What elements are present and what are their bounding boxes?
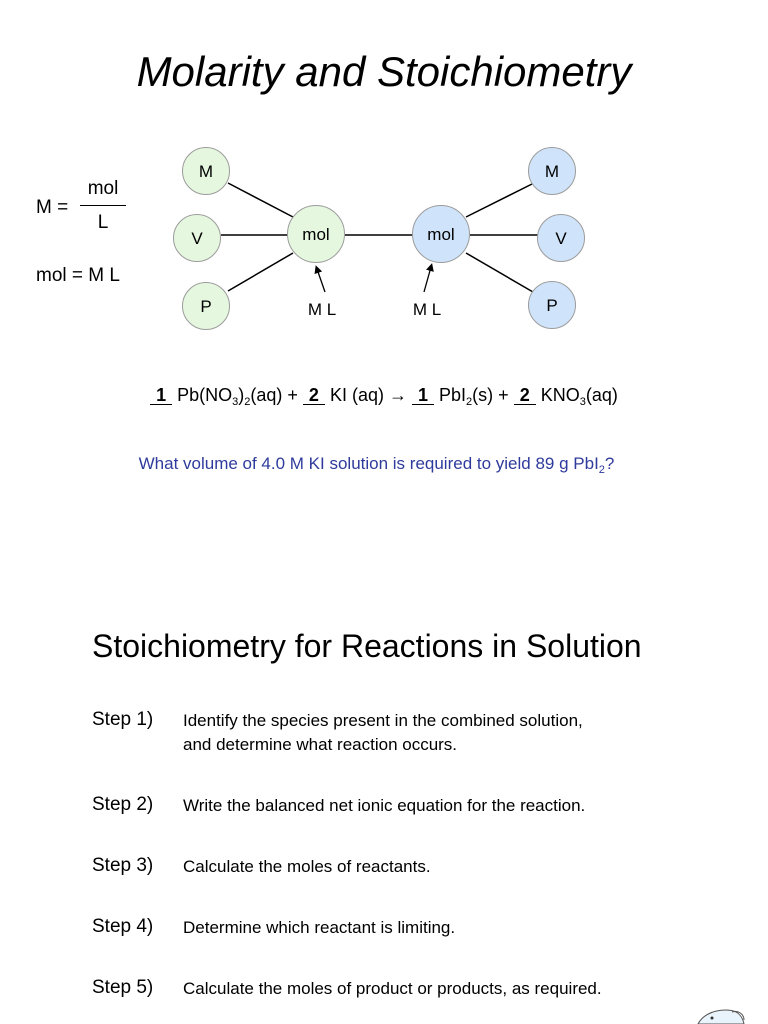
left-mol-arrow [317,269,325,292]
step-5-text: Calculate the moles of product or produc… [183,977,602,1001]
molarity-fraction: mol L [80,178,126,234]
step-1-text: Identify the species present in the comb… [183,709,583,756]
step-2-text: Write the balanced net ionic equation fo… [183,794,585,818]
balanced-equation: 1 Pb(NO3)2(aq) + 2 KI (aq) → 1 PbI2(s) +… [0,385,768,406]
left-ml-label: M L [308,300,336,319]
mascot-icon [688,1004,758,1024]
right-v-label: V [555,229,567,248]
step-1-line-1: Identify the species present in the comb… [183,709,583,733]
left-p-label: P [200,297,211,316]
left-m-label: M [199,162,213,181]
product-1-formula: PbI [439,385,466,405]
step-2-number: Step 2) [92,794,153,816]
molarity-formula-lhs: M = [36,197,68,219]
step-5-number: Step 5) [92,977,153,999]
reactant-1-formula: Pb(NO [177,385,232,405]
question-body: What volume of 4.0 M KI solution is requ… [139,454,599,473]
product-2: KNO3(aq) [541,385,618,405]
coefficient-2: 2 [303,386,325,405]
question-mark: ? [605,454,614,473]
right-mol-label: mol [427,225,454,244]
step-3-text: Calculate the moles of reactants. [183,855,431,879]
fraction-denominator: L [80,212,126,234]
product-2-state: (aq) [586,385,618,405]
right-p-label: P [546,296,557,315]
reactant-2: KI (aq) → [330,385,407,405]
moles-formula: mol = M L [36,265,120,287]
step-4-text: Determine which reactant is limiting. [183,916,455,940]
right-mol-arrow [424,267,431,292]
step-1-number: Step 1) [92,709,153,731]
step-1-line-2: and determine what reaction occurs. [183,733,583,757]
product-1: PbI2(s) + [439,385,509,405]
product-1-state: (s) + [472,385,509,405]
question-text: What volume of 4.0 M KI solution is requ… [0,454,753,474]
right-ml-label: M L [413,300,441,319]
product-2-formula: KNO [541,385,580,405]
fraction-bar [80,205,126,206]
left-v-label: V [191,229,203,248]
reactant-1: Pb(NO3)2(aq) + [177,385,298,405]
right-m-label: M [545,162,559,181]
step-3-number: Step 3) [92,855,153,877]
stoichiometry-diagram: M V P mol mol M V P M L M L [165,140,595,340]
coefficient-4: 2 [514,386,536,405]
connector-lines [221,183,538,292]
fraction-numerator: mol [80,178,126,200]
page-title: Molarity and Stoichiometry [0,48,768,96]
section-title: Stoichiometry for Reactions in Solution [92,628,642,665]
left-mol-label: mol [302,225,329,244]
step-4-number: Step 4) [92,916,153,938]
reactant-1-state: (aq) + [250,385,298,405]
coefficient-3: 1 [412,386,434,405]
coefficient-1: 1 [150,386,172,405]
